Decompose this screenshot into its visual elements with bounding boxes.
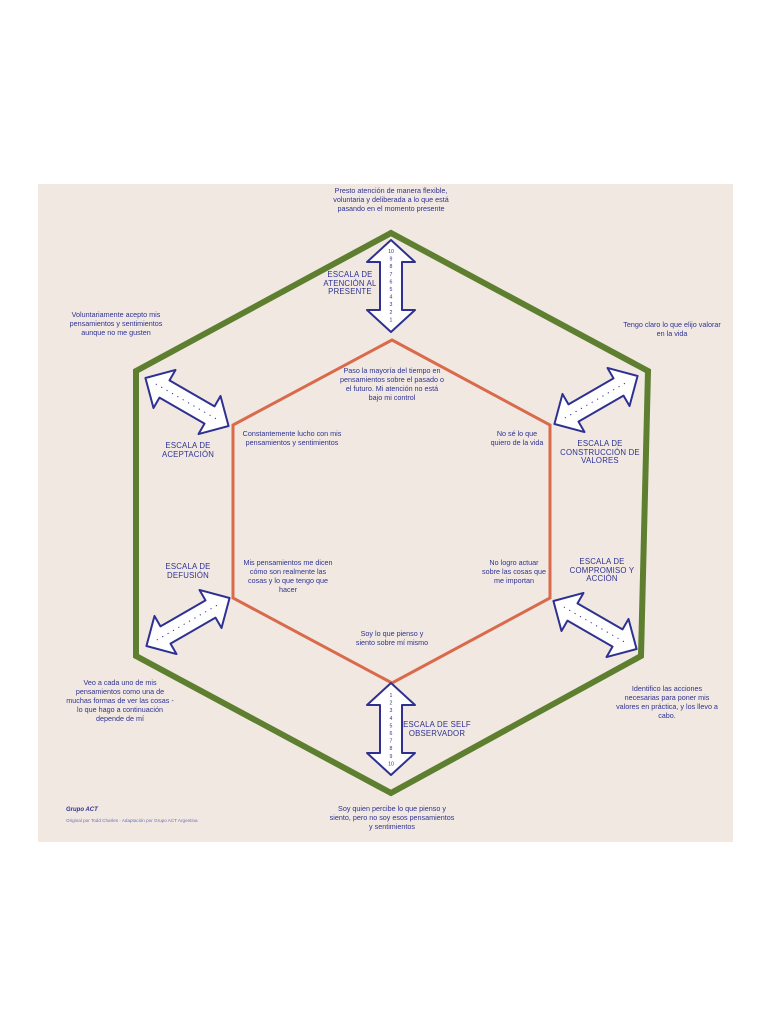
outer-text-top: Presto atención de manera flexible, volu… (333, 186, 449, 213)
bottom-scale-number-6: 6 (390, 731, 393, 737)
bottom-scale-number-7: 7 (390, 739, 393, 745)
scale-label-lower-left: ESCALA DE DEFUSIÓN (165, 562, 211, 580)
group-logo: Grupo ACT (66, 807, 98, 813)
upper-left-scale-arrow (144, 368, 230, 436)
top-scale-number-2: 2 (390, 310, 393, 316)
bottom-scale-number-3: 3 (390, 708, 393, 714)
bottom-scale-number-8: 8 (390, 746, 393, 752)
outer-text-lower-left: Veo a cada uno de mis pensamientos como … (66, 678, 174, 723)
scale-label-lower-right: ESCALA DE COMPROMISO Y ACCIÓN (569, 557, 635, 584)
top-scale-numbers: 10 98 76 5 43 21 (388, 249, 394, 323)
top-scale-number-4: 4 (390, 295, 393, 301)
top-scale-number-5: 5 (390, 287, 393, 293)
lower-right-scale-arrow (552, 591, 638, 659)
scale-label-bottom: ESCALA DE SELF OBSERVADOR (403, 720, 471, 738)
lower-left-scale-arrow (145, 588, 231, 656)
scale-label-upper-right: ESCALA DE CONSTRUCCIÓN DE VALORES (560, 439, 640, 466)
inner-text-lower-left: Mis pensamientos me dicen cómo son realm… (243, 558, 333, 594)
scale-label-top: ESCALA DE ATENCIÓN AL PRESENTE (323, 270, 377, 297)
bottom-scale-number-5: 5 (390, 723, 393, 729)
outer-hexagon (133, 229, 652, 797)
bottom-scale-arrow (366, 682, 416, 776)
top-scale-number-1: 1 (390, 317, 393, 323)
bottom-scale-number-4: 4 (390, 716, 393, 722)
bottom-scale-number-10: 10 (388, 761, 394, 767)
bottom-scale-numbers: 1 23 45 6 78 910 (388, 693, 394, 767)
inner-text-upper-left: Constantemente lucho con mis pensamiento… (242, 429, 342, 447)
inner-text-lower-right: No logro actuar sobre las cosas que me i… (482, 558, 546, 585)
outer-text-upper-right: Tengo claro lo que elijo valorar en la v… (623, 320, 721, 338)
bottom-scale-number-2: 2 (390, 701, 393, 707)
top-scale-arrow (366, 239, 416, 333)
top-scale-number-6: 6 (390, 279, 393, 285)
bottom-scale-number-9: 9 (390, 754, 393, 760)
top-scale-number-3: 3 (390, 302, 393, 308)
top-scale-number-7: 7 (390, 272, 393, 278)
scale-label-upper-left: ESCALA DE ACEPTACIÓN (161, 441, 215, 459)
bottom-scale-number-1: 1 (390, 693, 393, 699)
top-scale-number-9: 9 (390, 257, 393, 263)
credit-text: Original por Todd Charles · Adaptación p… (66, 818, 198, 823)
inner-text-top: Paso la mayoría del tiempo en pensamient… (340, 366, 444, 402)
top-scale-number-10: 10 (388, 249, 394, 255)
outer-text-lower-right: Identifico las acciones necesarias para … (616, 684, 718, 720)
upper-right-scale-arrow (553, 366, 639, 434)
top-scale-number-8: 8 (390, 264, 393, 270)
outer-text-bottom: Soy quien percibe lo que pienso y siento… (329, 804, 455, 831)
inner-text-upper-right: No sé lo que quiero de la vida (490, 429, 544, 447)
inner-text-bottom: Soy lo que pienso y siento sobre mí mism… (355, 629, 429, 647)
outer-text-upper-left: Voluntariamente acepto mis pensamientos … (69, 310, 163, 337)
